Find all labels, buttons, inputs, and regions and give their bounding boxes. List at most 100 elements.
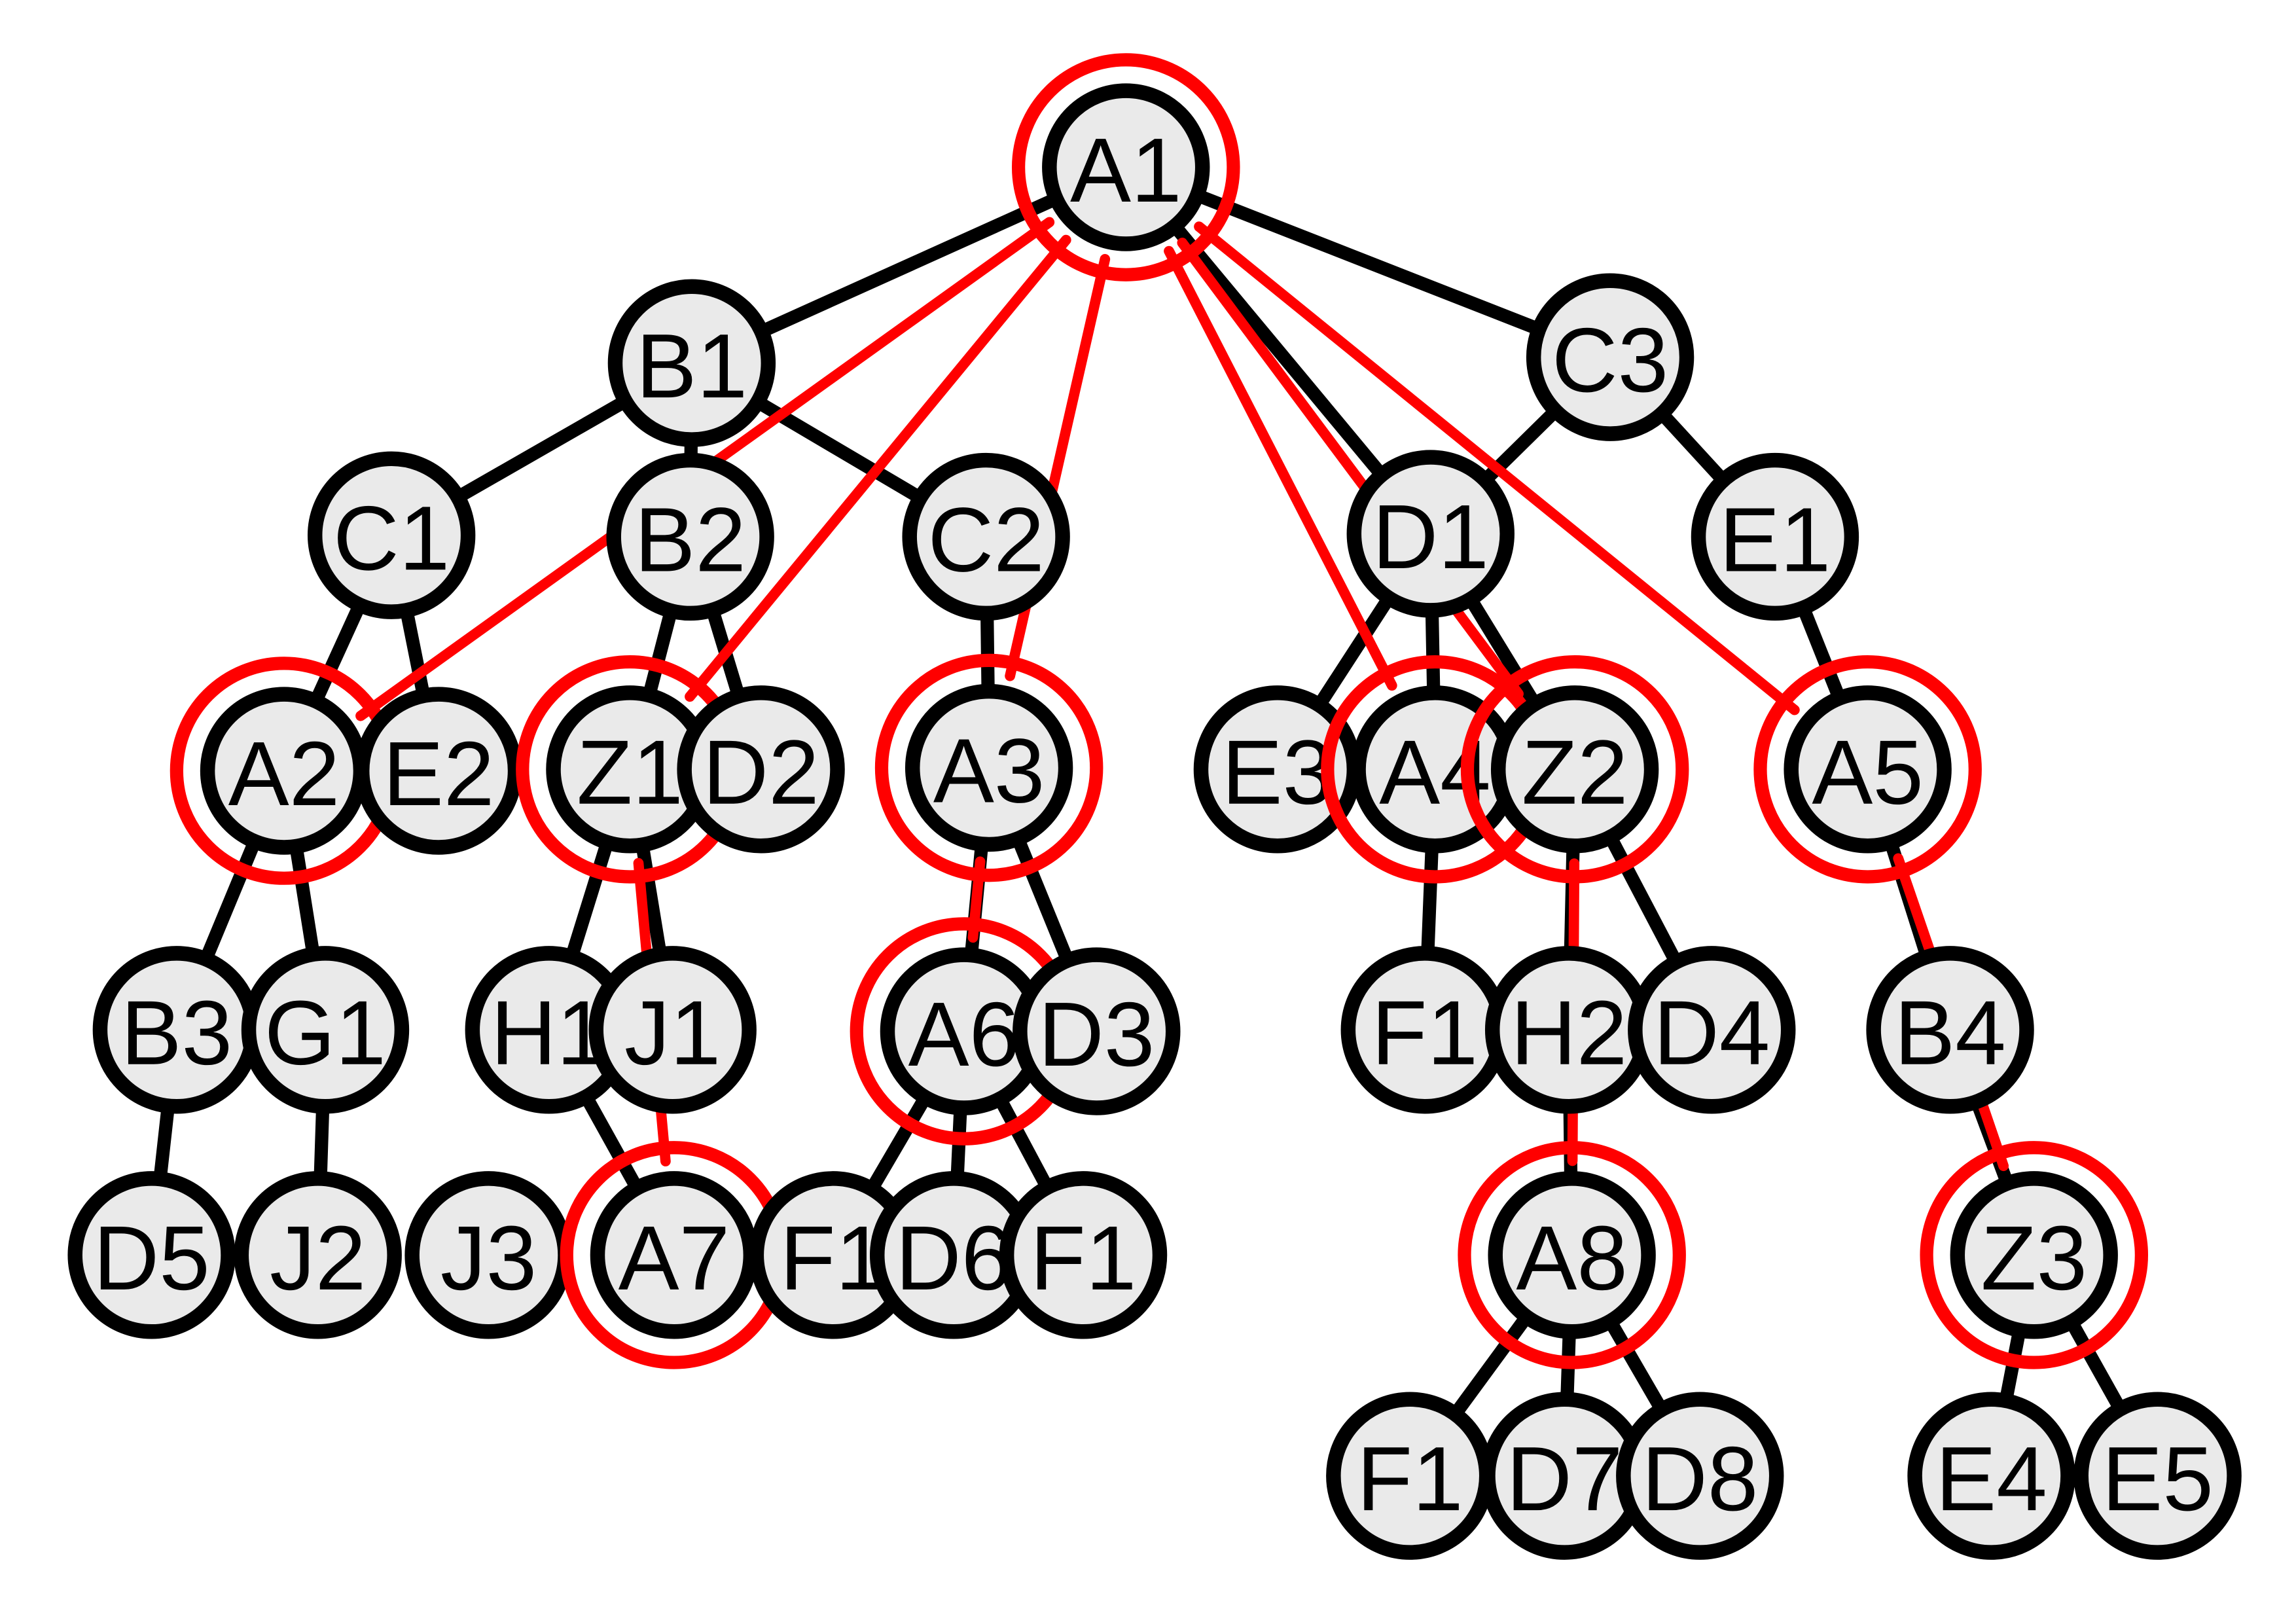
graph-node-A8[interactable]: A8 xyxy=(1458,1141,1686,1369)
edge-E1-A5 xyxy=(1797,601,1846,705)
node-shape-F1c[interactable] xyxy=(999,1171,1168,1339)
graph-node-J3[interactable]: J3 xyxy=(404,1171,573,1339)
highlight-edge-A1-Z1 xyxy=(685,234,1071,702)
graph-node-J1[interactable]: J1 xyxy=(588,946,757,1114)
node-shape-B3[interactable] xyxy=(92,946,261,1114)
edge-C2-A3 xyxy=(980,606,995,698)
graph-node-A5[interactable]: A5 xyxy=(1753,655,1982,884)
node-shape-A7[interactable] xyxy=(590,1171,759,1339)
edge-Z2-D4 xyxy=(1604,830,1683,969)
node-shape-A3[interactable] xyxy=(905,683,1073,852)
highlight-edge-A1-A5 xyxy=(1194,221,1800,715)
edge-A4-F1a xyxy=(1421,839,1439,960)
node-shape-J3[interactable] xyxy=(404,1171,573,1339)
graph-node-D2[interactable]: D2 xyxy=(677,685,845,854)
graph-node-B1[interactable]: B1 xyxy=(607,279,776,447)
node-shape-J1[interactable] xyxy=(588,946,757,1114)
node-shape-E1[interactable] xyxy=(1691,452,1859,621)
node-shape-B2[interactable] xyxy=(606,452,774,621)
graph-node-H2[interactable]: H2 xyxy=(1484,946,1653,1114)
node-shape-A2[interactable] xyxy=(200,687,368,855)
edge-Z3-E5 xyxy=(2064,1315,2127,1416)
node-shape-A5[interactable] xyxy=(1784,685,1952,854)
node-shape-E2[interactable] xyxy=(354,687,523,855)
node-shape-E5[interactable] xyxy=(2073,1392,2242,1560)
highlight-edge-A1-Z2 xyxy=(1177,238,1524,699)
graph-node-E2[interactable]: E2 xyxy=(354,687,523,855)
graph-node-F1a[interactable]: F1 xyxy=(1340,946,1509,1114)
graph-node-D3[interactable]: D3 xyxy=(1013,947,1181,1115)
highlight-ring-Z2 xyxy=(1460,655,1689,884)
edge-B2-Z1 xyxy=(642,604,678,702)
node-shape-B1[interactable] xyxy=(607,279,776,447)
highlight-ring-A5 xyxy=(1753,655,1982,884)
node-shape-C2[interactable] xyxy=(902,452,1070,621)
node-shape-D2[interactable] xyxy=(677,685,845,854)
graph-node-E5[interactable]: E5 xyxy=(2073,1392,2242,1560)
graph-node-A1[interactable]: A1 xyxy=(1011,53,1240,281)
graph-node-C2[interactable]: C2 xyxy=(902,452,1070,621)
node-shape-F1a[interactable] xyxy=(1340,946,1509,1114)
edge-A2-B3 xyxy=(199,835,262,966)
edge-C1-A2 xyxy=(309,598,367,708)
graph-node-G1[interactable]: G1 xyxy=(241,946,410,1114)
graph-node-A3[interactable]: A3 xyxy=(874,653,1103,882)
edge-C3-E1 xyxy=(1655,406,1730,487)
graph-node-Z2[interactable]: Z2 xyxy=(1460,655,1689,884)
node-shape-D3[interactable] xyxy=(1013,947,1181,1115)
edge-H1-A7 xyxy=(579,1090,644,1195)
edge-A3-D3 xyxy=(1011,832,1075,967)
node-shape-C3[interactable] xyxy=(1526,273,1695,441)
node-shape-Z2[interactable] xyxy=(1490,685,1659,854)
node-shape-B4[interactable] xyxy=(1866,946,2034,1114)
graph-node-D1[interactable]: D1 xyxy=(1346,450,1515,618)
edge-A8-D8 xyxy=(1604,1314,1668,1416)
graph-node-Z3[interactable]: Z3 xyxy=(1920,1141,2149,1369)
edge-D1-A4 xyxy=(1425,604,1441,700)
edge-C1-E2 xyxy=(399,604,431,702)
edge-A6-F1b xyxy=(865,1091,932,1196)
edge-D1-Z2 xyxy=(1463,592,1542,711)
node-shape-Z3[interactable] xyxy=(1950,1171,2118,1339)
graph-node-E1[interactable]: E1 xyxy=(1691,452,1859,621)
graph-node-B3[interactable]: B3 xyxy=(92,946,261,1114)
node-shape-C1[interactable] xyxy=(307,451,476,619)
edge-D1-E3 xyxy=(1312,591,1396,712)
graph-node-C3[interactable]: C3 xyxy=(1526,273,1695,441)
graph-node-B2[interactable]: B2 xyxy=(606,452,774,621)
highlight-ring-A8 xyxy=(1458,1141,1686,1369)
node-shape-G1[interactable] xyxy=(241,946,410,1114)
graph-node-F1d[interactable]: F1 xyxy=(1326,1392,1494,1560)
node-shape-D8[interactable] xyxy=(1616,1392,1784,1560)
graph-node-E4[interactable]: E4 xyxy=(1907,1392,2075,1560)
edge-A2-G1 xyxy=(289,839,320,961)
node-shape-J2[interactable] xyxy=(234,1171,402,1339)
graph-node-D5[interactable]: D5 xyxy=(67,1171,236,1339)
node-shape-A1[interactable] xyxy=(1042,83,1210,251)
graph-node-C1[interactable]: C1 xyxy=(307,451,476,619)
highlight-ring-Z3 xyxy=(1920,1141,2149,1369)
node-shape-D4[interactable] xyxy=(1628,946,1796,1114)
edge-B1-C1 xyxy=(451,394,632,504)
graph-node-J2[interactable]: J2 xyxy=(234,1171,402,1339)
node-shape-H2[interactable] xyxy=(1484,946,1653,1114)
edge-G1-J2 xyxy=(314,1100,330,1185)
edge-A1-B1 xyxy=(755,192,1063,338)
edge-B3-D5 xyxy=(153,1099,175,1186)
graph-node-D8[interactable]: D8 xyxy=(1616,1392,1784,1560)
graph-node-B4[interactable]: B4 xyxy=(1866,946,2034,1114)
edge-A8-F1d xyxy=(1448,1310,1534,1421)
highlight-ring-A3 xyxy=(874,653,1103,882)
edge-A6-F1c xyxy=(993,1092,1054,1195)
graph-node-D4[interactable]: D4 xyxy=(1628,946,1796,1114)
graph-node-F1c[interactable]: F1 xyxy=(999,1171,1168,1339)
node-shape-F1d[interactable] xyxy=(1326,1392,1494,1560)
node-shape-E4[interactable] xyxy=(1907,1392,2075,1560)
highlight-edge-A1-A4 xyxy=(1164,245,1397,691)
edge-A1-C3 xyxy=(1191,189,1546,336)
node-shape-A8[interactable] xyxy=(1488,1171,1656,1339)
node-shape-D1[interactable] xyxy=(1346,450,1515,618)
node-shape-D5[interactable] xyxy=(67,1171,236,1339)
